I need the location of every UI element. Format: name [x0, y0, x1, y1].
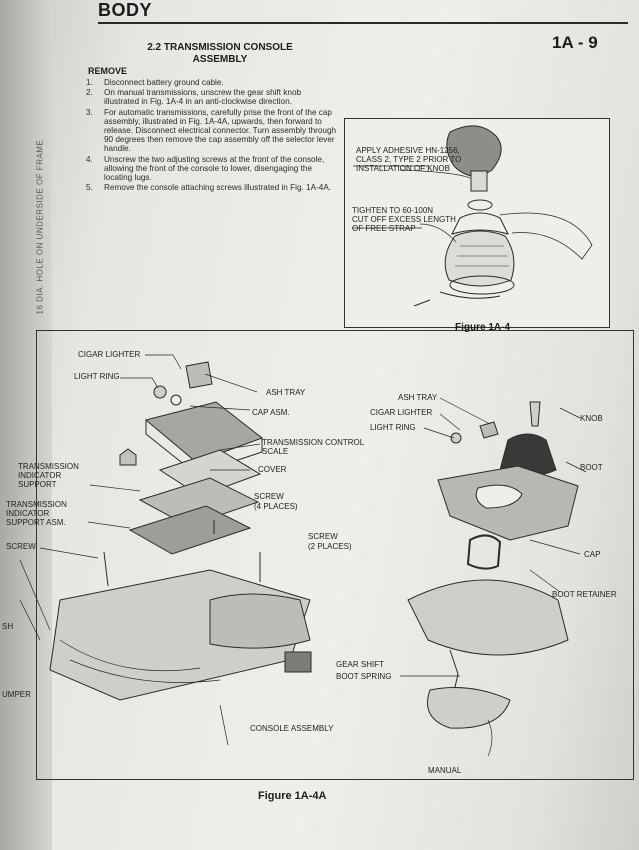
label-light-ring-left: LIGHT RING — [74, 372, 120, 381]
label-ind-asm-3: SUPPORT ASM. — [6, 518, 66, 527]
procedure-steps: 1. Disconnect battery ground cable. 2. On … — [86, 78, 338, 193]
step-text: Disconnect battery ground cable. — [104, 78, 224, 87]
figure-1a-4a-frame — [36, 330, 634, 780]
step-item: 1. Disconnect battery ground cable. — [86, 78, 338, 87]
label-knob: KNOB — [580, 414, 603, 423]
step-number: 3. — [86, 107, 93, 117]
label-ind-support-3: SUPPORT — [18, 480, 57, 489]
page-number: 1A - 9 — [552, 33, 598, 52]
label-screw-4-2: (4 PLACES) — [254, 502, 298, 511]
label-cigar-lighter-left: CIGAR LIGHTER — [78, 350, 141, 359]
label-ind-support-1: TRANSMISSION — [18, 462, 79, 471]
label-trans-control-2: SCALE — [262, 447, 289, 456]
label-ash-cut: SH — [2, 622, 14, 631]
label-screw: SCREW — [6, 542, 36, 551]
step-text: Unscrew the two adjusting screws at the … — [104, 154, 325, 183]
procedure-title-line1: 2.2 TRANSMISSION CONSOLE — [147, 42, 293, 53]
label-screw-2-2: (2 PLACES) — [308, 542, 352, 551]
label-apply-adhesive-1: APPLY ADHESIVE HN-1256, — [356, 146, 460, 155]
label-cigar-lighter-right: CIGAR LIGHTER — [370, 408, 433, 417]
figure-1a-4-caption: Figure 1A-4 — [455, 322, 511, 333]
label-ind-support-2: INDICATOR — [18, 471, 62, 480]
step-item: 4. Unscrew the two adjusting screws at th… — [86, 155, 338, 183]
label-cap: CAP — [584, 550, 601, 559]
step-number: 1. — [86, 78, 93, 87]
label-cover: COVER — [258, 465, 287, 474]
label-bumper-cut: UMPER — [2, 690, 31, 699]
label-screw-4-1: SCREW — [254, 492, 284, 501]
step-text: On manual transmissions, unscrew the gea… — [104, 88, 302, 107]
step-number: 5. — [86, 183, 93, 193]
label-tighten-3: OF FREE STRAP — [352, 224, 416, 233]
section-title: BODY — [98, 0, 153, 20]
label-boot-retainer: BOOT RETAINER — [552, 590, 617, 599]
label-light-ring-right: LIGHT RING — [370, 423, 416, 432]
binding-shadow: 16 DIA. HOLE ON UNDERSIDE OF FRAME — [0, 0, 52, 850]
step-item: 5. Remove the console attaching screws il… — [86, 183, 338, 192]
label-apply-adhesive-3: INSTALLATION OF KNOB — [356, 164, 450, 173]
label-boot: BOOT — [580, 463, 603, 472]
label-console-assembly: CONSOLE ASSEMBLY — [250, 724, 334, 733]
label-cap-asm: CAP ASM. — [252, 408, 290, 417]
label-gear-shift-1: GEAR SHIFT — [336, 660, 385, 669]
procedure-title: 2.2 TRANSMISSION CONSOLE ASSEMBLY — [110, 42, 330, 66]
step-number: 2. — [86, 88, 93, 98]
label-ash-tray-left: ASH TRAY — [266, 388, 306, 397]
label-manual: MANUAL — [428, 766, 462, 775]
step-item: 2. On manual transmissions, unscrew the g… — [86, 88, 338, 106]
remove-subheading: REMOVE — [88, 66, 128, 76]
label-tighten-2: CUT OFF EXCESS LENGTH — [352, 215, 456, 224]
label-ind-asm-2: INDICATOR — [6, 509, 50, 518]
label-gear-shift-2: BOOT SPRING — [336, 672, 392, 681]
step-item: 3. For automatic transmissions, carefully… — [86, 108, 338, 154]
procedure-title-line2: ASSEMBLY — [192, 54, 248, 65]
label-ind-asm-1: TRANSMISSION — [6, 500, 67, 509]
label-trans-control-1: TRANSMISSION CONTROL — [262, 438, 365, 447]
figure-1a-4a-caption: Figure 1A-4A — [258, 790, 327, 802]
step-text: Remove the console attaching screws illu… — [104, 183, 332, 193]
label-ash-tray-right: ASH TRAY — [398, 393, 438, 402]
step-number: 4. — [86, 154, 93, 164]
label-tighten-1: TIGHTEN TO 60-100N — [352, 206, 434, 215]
label-screw-2-1: SCREW — [308, 532, 338, 541]
header-rule — [98, 22, 628, 24]
step-text: For automatic transmissions, carefully p… — [104, 107, 337, 154]
label-apply-adhesive-2: CLASS 2, TYPE 2 PRIOR TO — [356, 155, 462, 164]
